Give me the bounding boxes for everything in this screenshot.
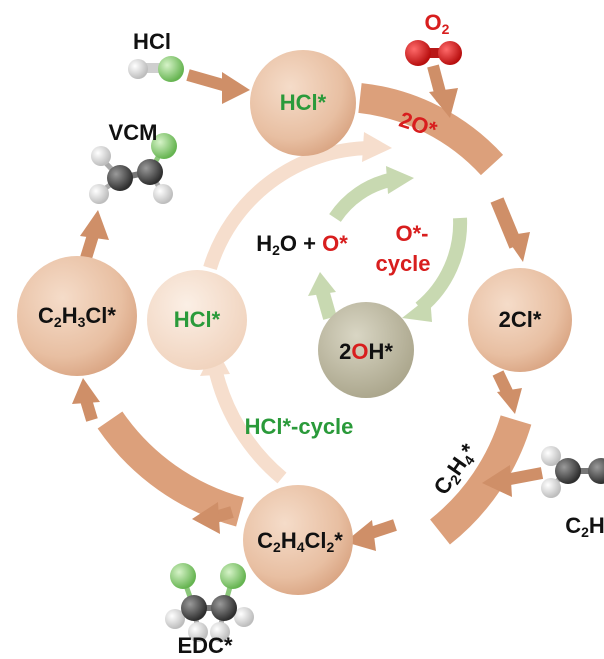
node-c2h4cl2	[243, 485, 353, 595]
node-hcl-inner	[147, 270, 247, 370]
c2h4cl2-s3: 2	[326, 539, 335, 555]
node-hcl-inner-label: HCl*	[173, 307, 221, 332]
o-cycle-arrow-left	[329, 173, 392, 223]
c2h3cl-h: H	[61, 303, 78, 328]
node-2oh-o: O	[351, 339, 369, 364]
o-cycle-arrowhead-lower	[308, 272, 336, 296]
c2h4cl2-c: C	[257, 528, 274, 553]
band-o2-to-cl	[358, 83, 504, 176]
o2-molecule	[405, 40, 462, 66]
c2h3cl-cl: Cl*	[85, 303, 116, 328]
h2o-o-plus: O +	[279, 231, 323, 256]
node-2oh-pre: 2	[339, 339, 352, 364]
node-hcl-top	[250, 50, 356, 156]
o2-label-sub: 2	[441, 21, 450, 37]
node-c2h3cl-label: C2H3Cl*	[38, 303, 116, 330]
ethylene-label-c: C	[565, 513, 582, 538]
node-2oh	[318, 302, 414, 398]
o2-molecule-label: O2	[424, 10, 450, 37]
o-cycle-label-line1: O*-	[395, 221, 429, 246]
ethylene-molecule	[541, 446, 604, 498]
node-2oh-label: 2OH*	[339, 341, 393, 363]
node-2oh-post: H*	[368, 339, 393, 364]
c2h3cl-s1: 2	[53, 314, 62, 330]
node-2cl-label: 2Cl*	[498, 307, 542, 332]
h2o-h: H	[256, 231, 273, 256]
c2h4cl2-s2: 4	[296, 539, 305, 555]
h2o-o-star: O*	[322, 231, 348, 256]
node-c2h4cl2-label: C2H4Cl2*	[257, 528, 343, 555]
c2h3cl-c: C	[38, 303, 54, 328]
node-2cl	[468, 268, 572, 372]
c2h4cl2-cl: Cl	[304, 528, 327, 553]
outer-arrows	[72, 64, 544, 551]
hcl-molecule-label: HCl	[133, 29, 171, 54]
vcm-molecule	[89, 133, 177, 204]
node-c2h3cl	[17, 256, 137, 376]
arrowhead-to-2cl	[505, 232, 530, 262]
edc-molecule	[165, 563, 254, 642]
ethylene-label-sub: 2	[581, 524, 589, 540]
hcl-molecule	[128, 56, 184, 82]
c2h3cl-s2: 3	[77, 314, 86, 330]
h2o-o-label: H2O + O*	[256, 231, 348, 258]
band-left-lower	[97, 411, 245, 527]
c2h4cl2-s1: 2	[273, 539, 281, 555]
ethylene-label-h: H	[588, 513, 604, 538]
node-hcl-top-label: HCl*	[279, 90, 327, 115]
o-cycle-arrow-lower	[315, 288, 337, 320]
hcl-cycle-arrow-lower	[208, 366, 287, 484]
o2-label-main: O	[424, 10, 442, 35]
hcl-cycle-label: HCl*-cycle	[244, 414, 354, 439]
o-cycle-label-line2: cycle	[375, 251, 431, 276]
h2o-sub: 2	[272, 242, 280, 258]
ethylene-label: C2H	[565, 513, 604, 540]
hcl-cycle-arrow-upper	[203, 141, 371, 271]
c2h4cl2-h: H	[280, 528, 297, 553]
hcl-cycle-arrowhead-upper	[362, 132, 392, 162]
edc-label: EDC*	[177, 633, 233, 658]
c2h4cl2-star: *	[334, 528, 343, 553]
o-cycle-arrowhead-left	[386, 166, 414, 194]
o-cycle-arrowhead-right	[402, 296, 432, 322]
vcm-label: VCM	[108, 120, 158, 145]
